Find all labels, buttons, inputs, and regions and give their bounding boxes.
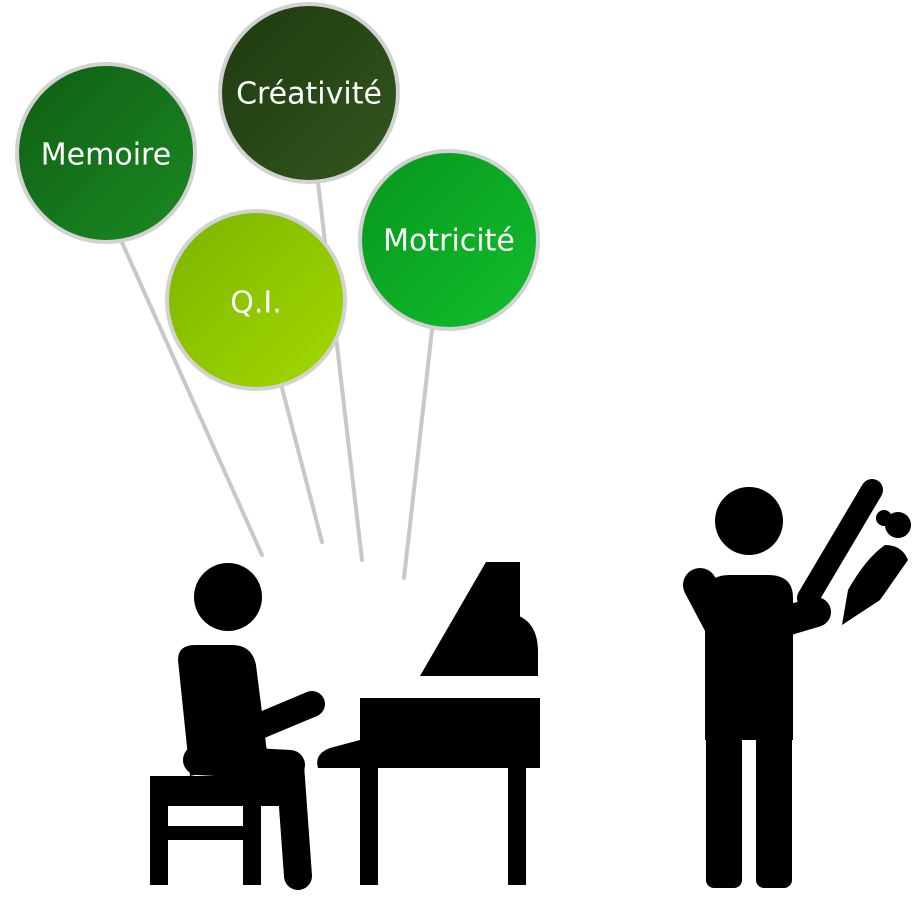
balloon-qi: Q.I. — [165, 209, 347, 391]
pianist-at-grand-piano-icon — [150, 562, 540, 890]
balloon-creativite: Créativité — [218, 2, 400, 184]
string-motricite — [402, 328, 434, 580]
violinist-icon — [683, 479, 911, 888]
balloon-label-qi: Q.I. — [230, 286, 282, 321]
balloon-label-memoire: Memoire — [41, 138, 171, 173]
balloon-memoire: Memoire — [15, 62, 197, 244]
string-memoire — [118, 236, 264, 557]
string-qi — [280, 386, 324, 544]
balloon-label-creativite: Créativité — [236, 77, 382, 112]
string-creativite — [316, 180, 364, 562]
balloon-label-motricite: Motricité — [383, 224, 515, 259]
balloon-motricite: Motricité — [358, 149, 540, 331]
